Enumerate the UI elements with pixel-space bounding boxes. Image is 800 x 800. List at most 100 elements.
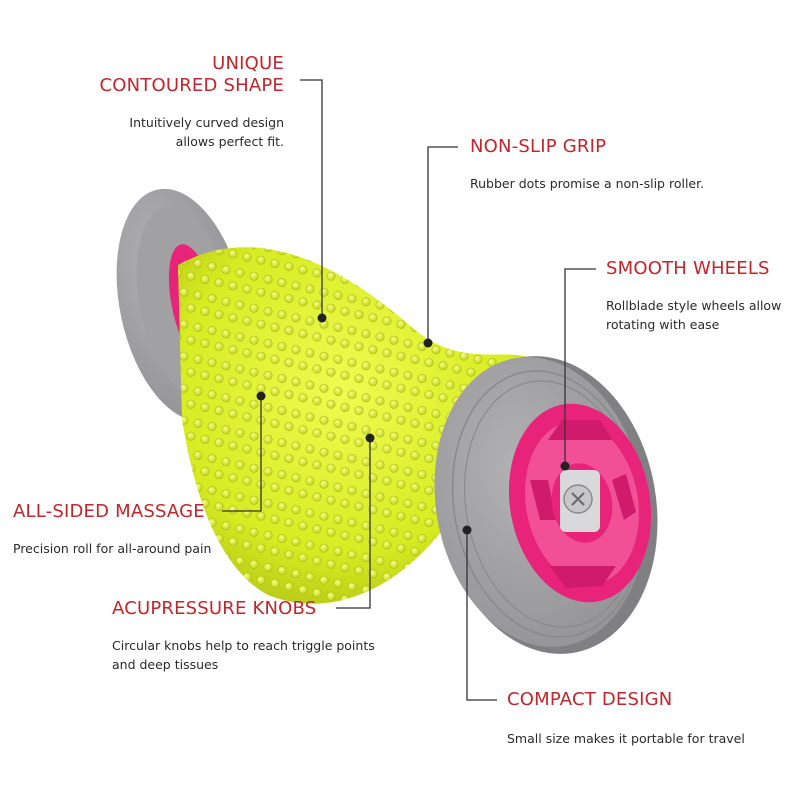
knob [389, 527, 399, 537]
knob [347, 358, 357, 368]
knob [178, 428, 182, 438]
knob [277, 438, 287, 448]
knob [270, 578, 280, 588]
knob [424, 326, 434, 336]
knob [396, 575, 406, 585]
knob [263, 466, 273, 476]
knob [340, 434, 350, 444]
knob [438, 393, 448, 403]
knob [361, 585, 371, 595]
knob [207, 326, 217, 336]
knob [228, 345, 238, 355]
knob [178, 268, 182, 278]
knob [347, 326, 357, 336]
knob [242, 316, 252, 326]
knob [298, 553, 308, 563]
knob [417, 278, 427, 288]
knob [529, 335, 539, 345]
knob [347, 582, 357, 592]
knob [326, 399, 336, 409]
knob [249, 463, 259, 473]
knob [410, 450, 420, 460]
knob [347, 262, 357, 272]
knob [221, 297, 231, 307]
knob [389, 591, 399, 601]
knob [221, 457, 231, 467]
knob [284, 582, 294, 592]
knob [347, 454, 357, 464]
knob [235, 428, 245, 438]
knob [382, 540, 392, 550]
knob [319, 511, 329, 521]
knob [214, 310, 224, 320]
knob [501, 329, 511, 339]
knob [277, 502, 287, 512]
knob [242, 476, 252, 486]
knob [270, 322, 280, 332]
knob [354, 470, 364, 480]
knob [277, 247, 287, 256]
knob [249, 495, 259, 505]
knob [487, 294, 497, 304]
knob [424, 294, 434, 304]
knob [354, 566, 364, 576]
knob [480, 306, 490, 316]
knob [438, 297, 448, 307]
knob [312, 460, 322, 470]
knob [333, 322, 343, 332]
knob [389, 463, 399, 473]
knob [193, 322, 203, 332]
knob [347, 486, 357, 496]
description-line: Intuitively curved design [129, 115, 284, 130]
knob [319, 383, 329, 393]
knob [298, 585, 308, 595]
knob [214, 374, 224, 384]
knob [410, 290, 420, 300]
pink-hub [508, 403, 652, 603]
knob [340, 498, 350, 508]
knob [242, 348, 252, 358]
knob [326, 463, 336, 473]
knob [411, 611, 419, 619]
knob [375, 492, 385, 502]
knob [256, 255, 266, 265]
knob [186, 271, 196, 281]
knob [186, 303, 196, 313]
knob [473, 322, 483, 332]
knob [235, 332, 245, 342]
knob [263, 306, 273, 316]
knob [326, 271, 336, 281]
knob [445, 316, 455, 326]
knob [333, 482, 343, 492]
knob [410, 386, 420, 396]
knob [354, 342, 364, 352]
knob [207, 390, 217, 400]
knob [410, 578, 420, 588]
knob [403, 274, 413, 284]
knob [382, 476, 392, 486]
feature-description: Intuitively curved design allows perfect… [99, 113, 284, 151]
knob [228, 249, 238, 259]
knob [368, 569, 378, 579]
knob [242, 252, 252, 262]
knob [354, 534, 364, 544]
feature-title: ACUPRESSURE KNOBS [112, 598, 317, 619]
knob [235, 524, 245, 534]
knob [207, 454, 217, 464]
knob [284, 358, 294, 368]
knob [214, 502, 224, 512]
knob [228, 409, 238, 419]
knob [389, 335, 399, 345]
knob [424, 422, 434, 432]
knob [396, 543, 406, 553]
knob [284, 454, 294, 464]
knob [319, 479, 329, 489]
knob [291, 377, 301, 387]
knob [452, 300, 462, 310]
knob [179, 415, 189, 425]
knob [228, 441, 238, 451]
knob [270, 418, 280, 428]
knob [284, 550, 294, 560]
knob [326, 367, 336, 377]
